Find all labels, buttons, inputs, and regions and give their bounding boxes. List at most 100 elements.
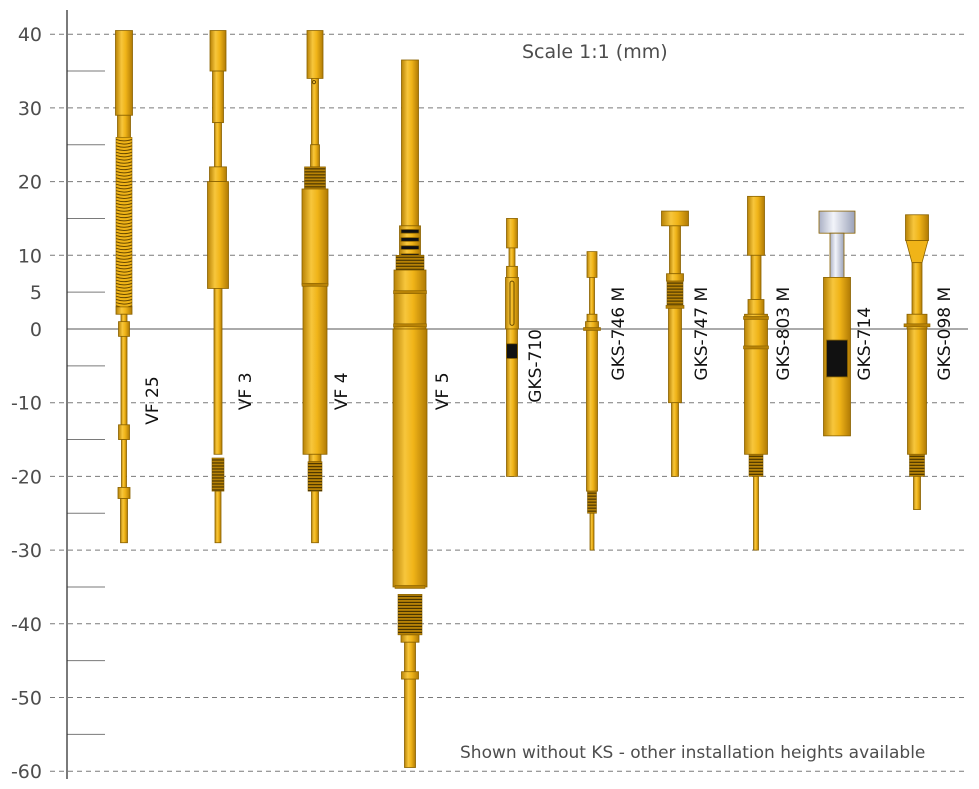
probe-part — [907, 328, 927, 455]
probe-part — [401, 671, 419, 680]
probe-vf-3: VF 3 — [207, 30, 256, 544]
probe-collar — [743, 316, 769, 320]
probe-collar — [583, 327, 601, 331]
probe-part — [306, 30, 324, 79]
probe-label: VF 4 — [332, 372, 352, 410]
probe-part — [589, 512, 595, 551]
spring-line — [115, 234, 133, 238]
probe-part — [586, 313, 598, 323]
silver-plunger-head — [818, 210, 856, 234]
spring-line — [115, 254, 133, 257]
probe-part — [120, 498, 128, 544]
spring-line — [115, 257, 133, 260]
probe-part — [393, 269, 427, 330]
axis-tick-label: 30 — [18, 98, 42, 120]
spring-line — [115, 276, 133, 279]
probe-part — [209, 166, 227, 183]
probe-part — [115, 30, 133, 116]
probe-thread — [307, 461, 323, 492]
spring-line — [115, 238, 133, 241]
probe-part — [666, 273, 684, 282]
probe-thread — [666, 280, 684, 308]
probe-part — [212, 70, 224, 124]
probe-part — [302, 284, 328, 455]
axis-tick-label: -40 — [11, 614, 42, 636]
axis-tick-label: 20 — [18, 172, 42, 194]
spring-line — [115, 186, 133, 190]
spring-line — [115, 222, 133, 225]
spring-line — [115, 215, 133, 219]
spring-line — [115, 228, 133, 231]
spring-line — [115, 266, 133, 270]
probe-part — [505, 277, 519, 330]
spring-line — [115, 295, 133, 299]
probe-collar — [393, 323, 427, 328]
spring-line — [115, 164, 133, 167]
probe-part — [506, 218, 518, 249]
probe-part — [905, 214, 929, 241]
probe-part — [401, 59, 419, 227]
probe-part — [668, 306, 682, 404]
probe-collar — [743, 345, 769, 350]
probe-vf-5: VF 5 — [392, 59, 453, 768]
probe-part — [118, 321, 130, 337]
probe-part — [311, 78, 319, 146]
spring-line — [115, 158, 133, 161]
probe-gks-714: GKS-714 — [818, 210, 875, 437]
spring-line — [115, 302, 133, 305]
probe-part — [121, 439, 127, 492]
grip-ring — [400, 245, 420, 250]
probe-taper — [905, 240, 929, 264]
grip-ring — [400, 237, 420, 242]
axis-tick-label: 10 — [18, 245, 42, 267]
spring-line — [115, 193, 133, 196]
probe-part — [400, 634, 420, 643]
probe-part — [214, 122, 222, 168]
spring-line — [115, 142, 133, 145]
probe-part — [308, 453, 322, 463]
probe-part — [115, 306, 133, 315]
spring-line — [115, 279, 133, 283]
probe-part — [747, 195, 765, 256]
spring-line — [115, 177, 133, 180]
probe-part — [586, 251, 598, 278]
probe-label: GKS-746 M — [609, 287, 629, 381]
spring-line — [115, 138, 133, 142]
spring-line — [115, 183, 133, 187]
insulator-band — [826, 339, 848, 378]
spring-line — [115, 282, 133, 286]
probe-gks-098-m: GKS-098 M — [903, 214, 955, 510]
spring-line — [115, 167, 133, 171]
spring-line — [115, 145, 133, 148]
probe-label: GKS-714 — [855, 307, 875, 381]
spring-line — [115, 196, 133, 199]
spring-line — [115, 218, 133, 222]
spring-line — [115, 154, 133, 158]
spring-line — [115, 263, 133, 267]
axis-tick-label: 0 — [30, 319, 42, 341]
spring-line — [115, 298, 133, 302]
probe-part — [214, 490, 222, 544]
axis-tick-label: -60 — [11, 761, 42, 783]
probe-part — [117, 114, 131, 138]
spring-line — [115, 273, 133, 276]
spring-line — [115, 161, 133, 164]
grip-ring — [400, 229, 420, 234]
probe-label: GKS-747 M — [692, 287, 712, 381]
spring-line — [115, 231, 133, 235]
spring-line — [115, 174, 133, 177]
spring-line — [115, 260, 133, 263]
probe-label: GKS-803 M — [774, 287, 794, 381]
probe-hole — [311, 80, 317, 85]
spring-line — [115, 270, 133, 273]
probe-label: VF 3 — [236, 372, 256, 410]
spring-line — [115, 244, 133, 247]
probe-collar — [903, 323, 931, 328]
probe-part — [213, 288, 223, 455]
spring-line — [115, 199, 133, 203]
probe-slot — [509, 280, 515, 326]
spring-line — [115, 151, 133, 155]
probe-vf-4: VF 4 — [301, 30, 352, 544]
probe-part — [911, 262, 923, 315]
footnote: Shown without KS - other installation he… — [460, 743, 925, 763]
